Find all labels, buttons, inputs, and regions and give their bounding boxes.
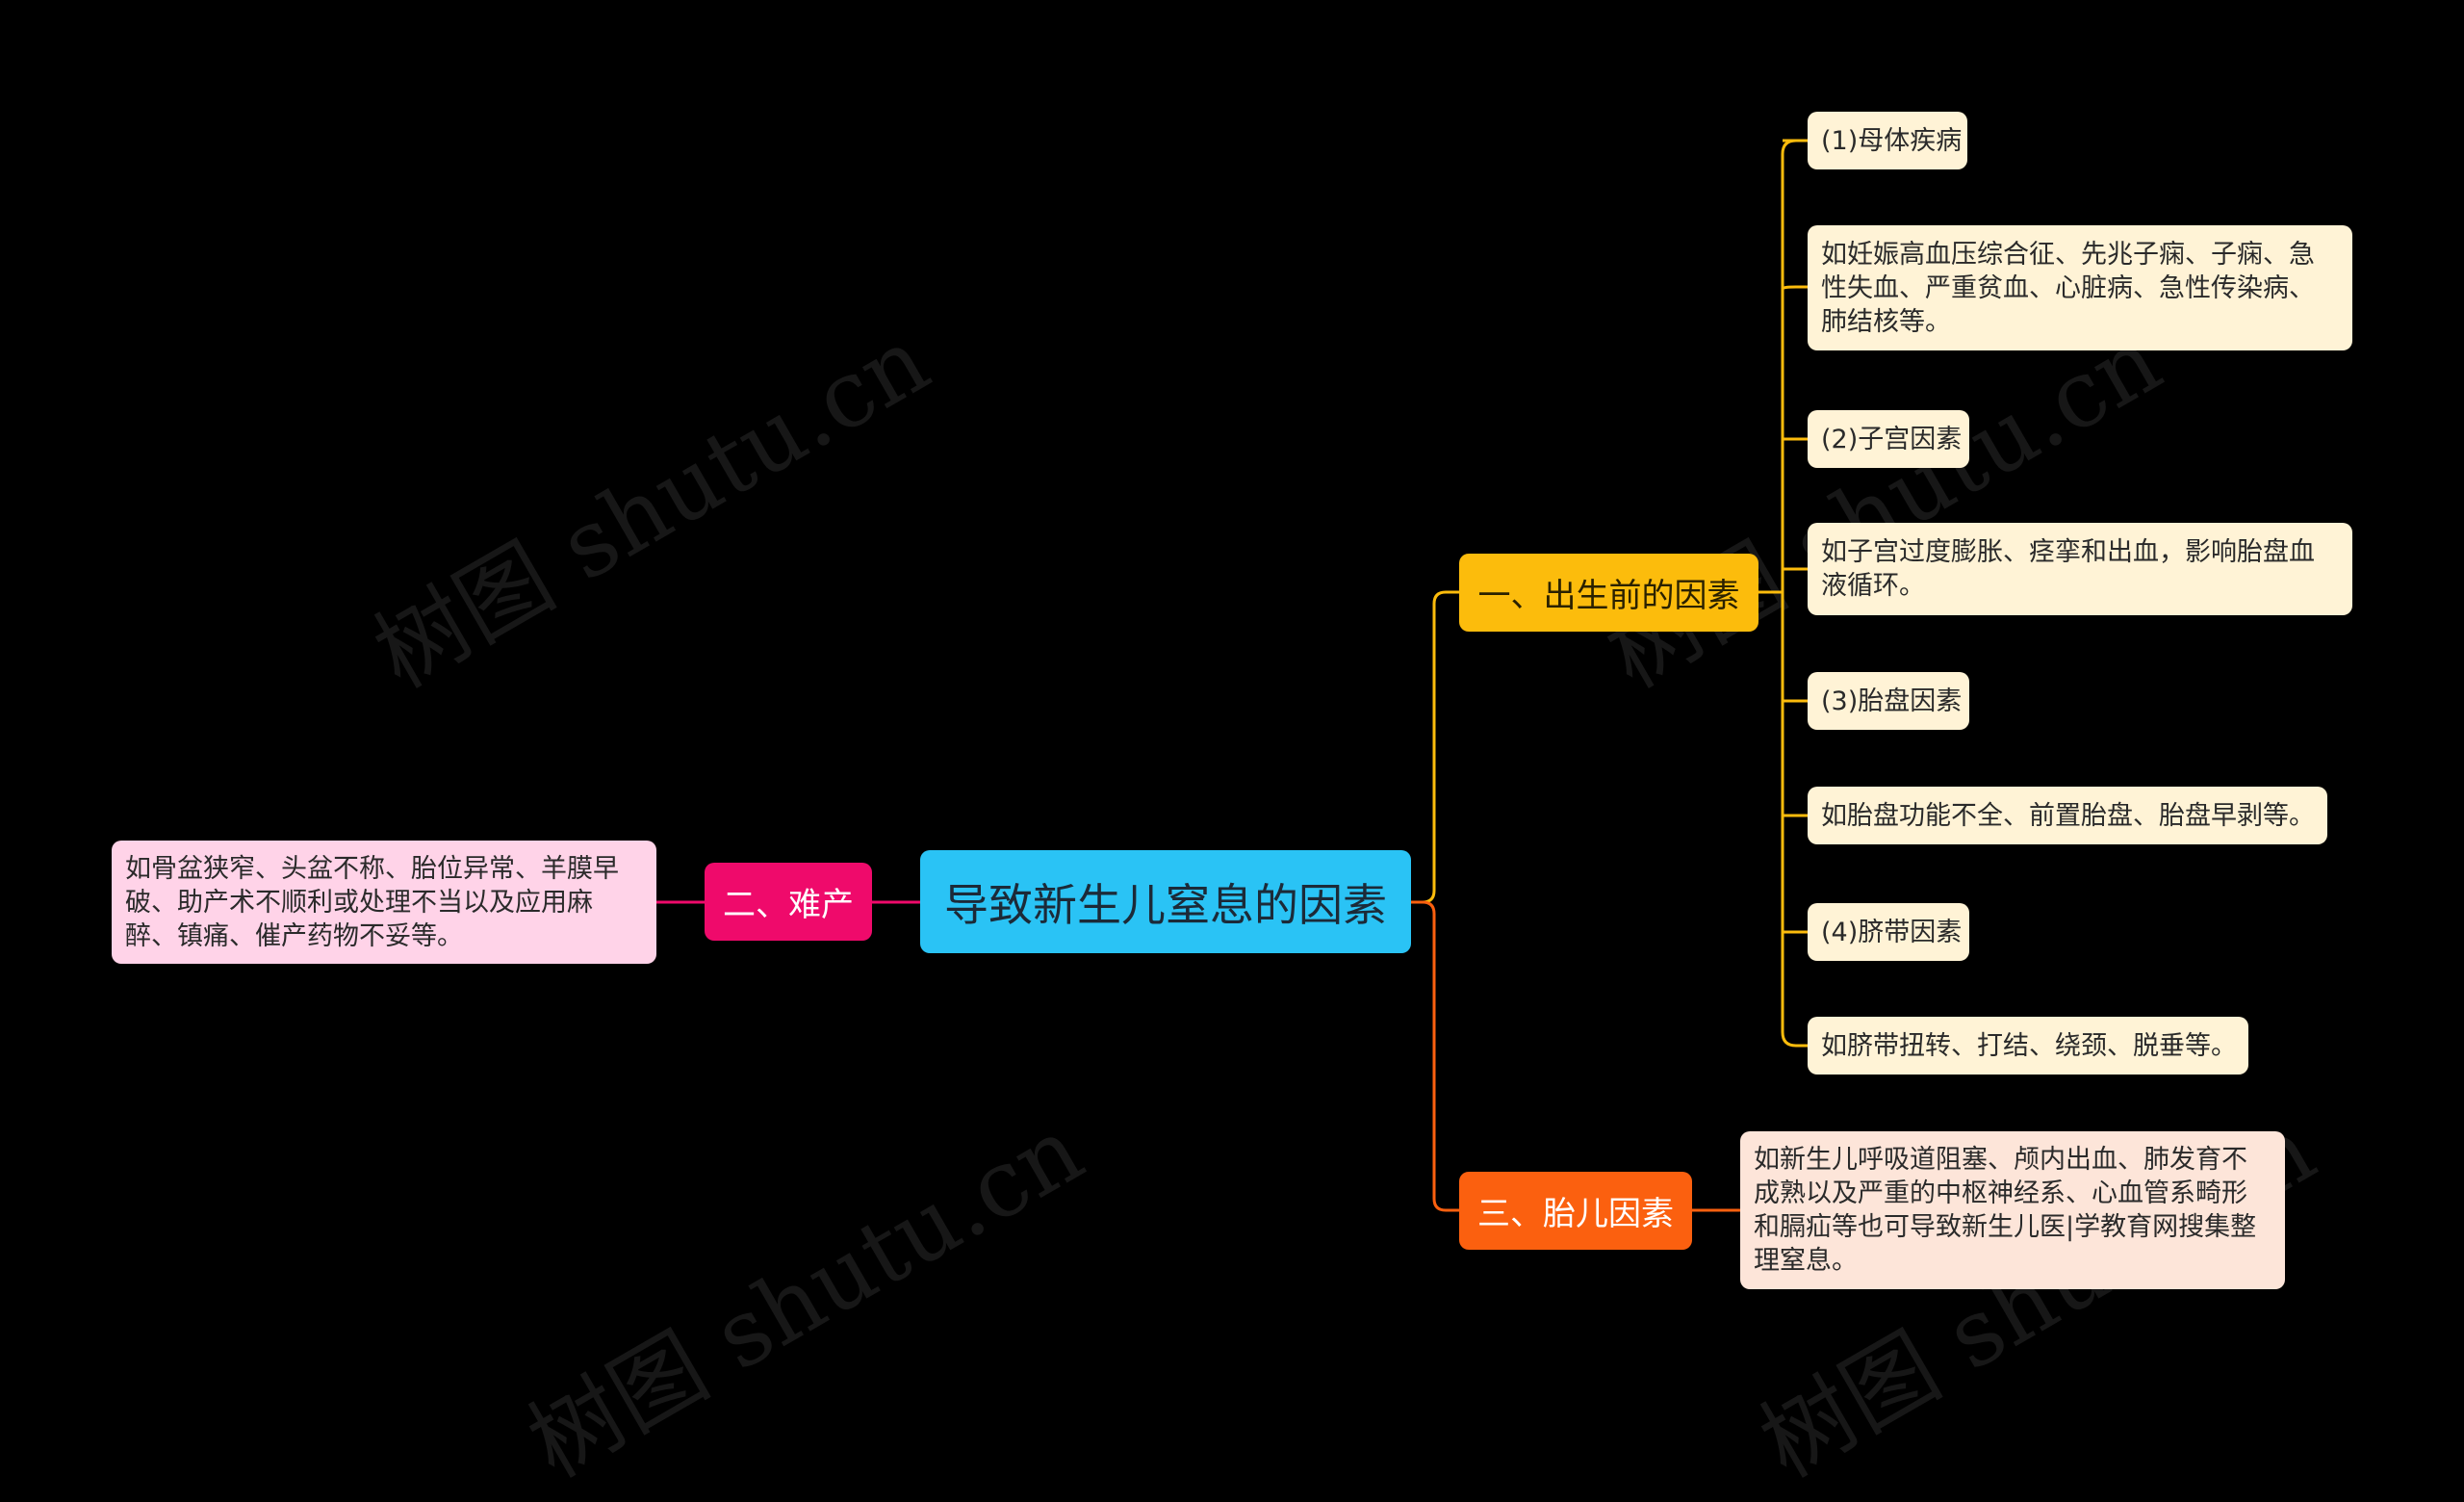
leaf-text: 如脐带扭转、打结、绕颈、脱垂等。 xyxy=(1821,1030,2237,1061)
leaf-prenatal-6[interactable]: 如胎盘功能不全、前置胎盘、胎盘早剥等。 xyxy=(1808,787,2327,844)
branch-prenatal[interactable]: 一、出生前的因素 xyxy=(1459,554,1758,632)
leaf-text: 如胎盘功能不全、前置胎盘、胎盘早剥等。 xyxy=(1821,800,2315,831)
connector-prenatal-leaf xyxy=(1781,285,1808,290)
leaf-dystocia-1[interactable]: 如骨盆狭窄、头盆不称、胎位异常、羊膜早破、助产术不顺利或处理不当以及应用麻醉、镇… xyxy=(112,841,656,964)
leaf-prenatal-3[interactable]: (2)子宫因素 xyxy=(1808,410,1969,468)
leaf-prenatal-2[interactable]: 如妊娠高血压综合征、先兆子痫、子痫、急性失血、严重贫血、心脏病、急性传染病、肺结… xyxy=(1808,225,2352,350)
leaf-prenatal-1[interactable]: (1)母体疾病 xyxy=(1808,112,1967,169)
leaf-fetal-1[interactable]: 如新生儿呼吸道阻塞、颅内出血、肺发育不成熟以及严重的中枢神经系、心血管系畸形和膈… xyxy=(1740,1131,2285,1289)
leaf-prenatal-7[interactable]: (4)脐带因素 xyxy=(1808,903,1969,961)
leaf-text: 如妊娠高血压综合征、先兆子痫、子痫、急性失血、严重贫血、心脏病、急性传染病、肺结… xyxy=(1821,239,2315,337)
leaf-text: 如子宫过度膨胀、痉挛和出血，影响胎盘血液循环。 xyxy=(1821,537,2315,601)
branch-fetal-label: 三、胎儿因素 xyxy=(1477,1195,1674,1233)
root-node[interactable]: 导致新生儿窒息的因素 xyxy=(920,850,1411,953)
leaf-text: (3)胎盘因素 xyxy=(1821,686,1963,716)
leaf-text: (4)脐带因素 xyxy=(1821,917,1963,947)
leaf-text: (1)母体疾病 xyxy=(1821,125,1963,156)
branch-dystocia[interactable]: 二、难产 xyxy=(705,863,872,941)
leaf-text: 如骨盆狭窄、头盆不称、胎位异常、羊膜早破、助产术不顺利或处理不当以及应用麻醉、镇… xyxy=(125,853,619,951)
connector-root-fetal xyxy=(1411,900,1459,1212)
leaf-prenatal-4[interactable]: 如子宫过度膨胀、痉挛和出血，影响胎盘血液循环。 xyxy=(1808,523,2352,615)
leaf-text: (2)子宫因素 xyxy=(1821,424,1963,454)
leaf-prenatal-5[interactable]: (3)胎盘因素 xyxy=(1808,672,1969,730)
connector-lines xyxy=(656,139,1808,1212)
branch-prenatal-label: 一、出生前的因素 xyxy=(1477,577,1740,615)
branch-dystocia-label: 二、难产 xyxy=(723,886,854,924)
connector-root-prenatal xyxy=(1411,590,1459,904)
branch-fetal[interactable]: 三、胎儿因素 xyxy=(1459,1172,1692,1250)
root-label: 导致新生儿窒息的因素 xyxy=(944,878,1387,931)
leaf-text: 如新生儿呼吸道阻塞、颅内出血、肺发育不成熟以及严重的中枢神经系、心血管系畸形和膈… xyxy=(1754,1145,2257,1276)
leaf-prenatal-8[interactable]: 如脐带扭转、打结、绕颈、脱垂等。 xyxy=(1808,1017,2248,1075)
connector-prenatal-trunk xyxy=(1781,139,1797,1048)
